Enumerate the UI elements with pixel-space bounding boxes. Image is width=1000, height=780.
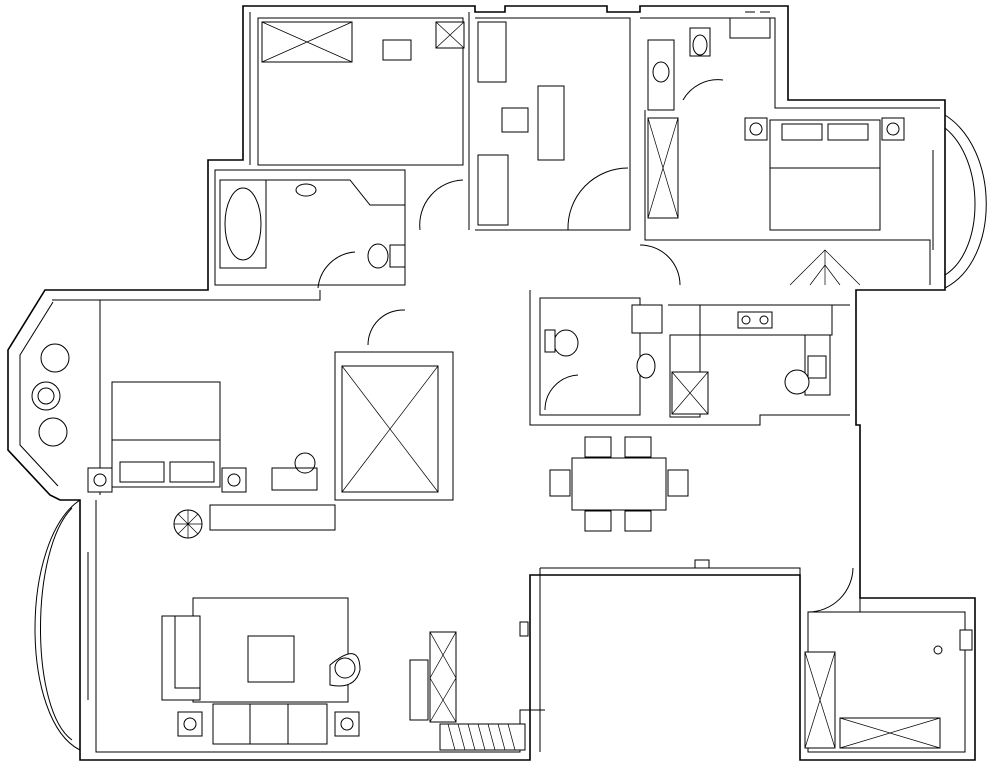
study-desk [419,21,629,231]
bathroom-2 [219,179,406,346]
bed-master [261,21,465,63]
bedroom-3 [804,567,973,749]
bed-bedroom-2 [639,117,905,286]
bed-bedroom-1 [31,343,439,493]
bay-window-right [932,114,987,289]
bay-window-living [34,499,89,751]
misc-marks [519,11,770,637]
bay-window-left [7,289,59,496]
bathroom-1 [647,17,771,111]
kitchen [669,304,833,418]
dining-table [549,436,689,532]
bathroom-3 [544,304,663,411]
living-room [161,504,526,751]
